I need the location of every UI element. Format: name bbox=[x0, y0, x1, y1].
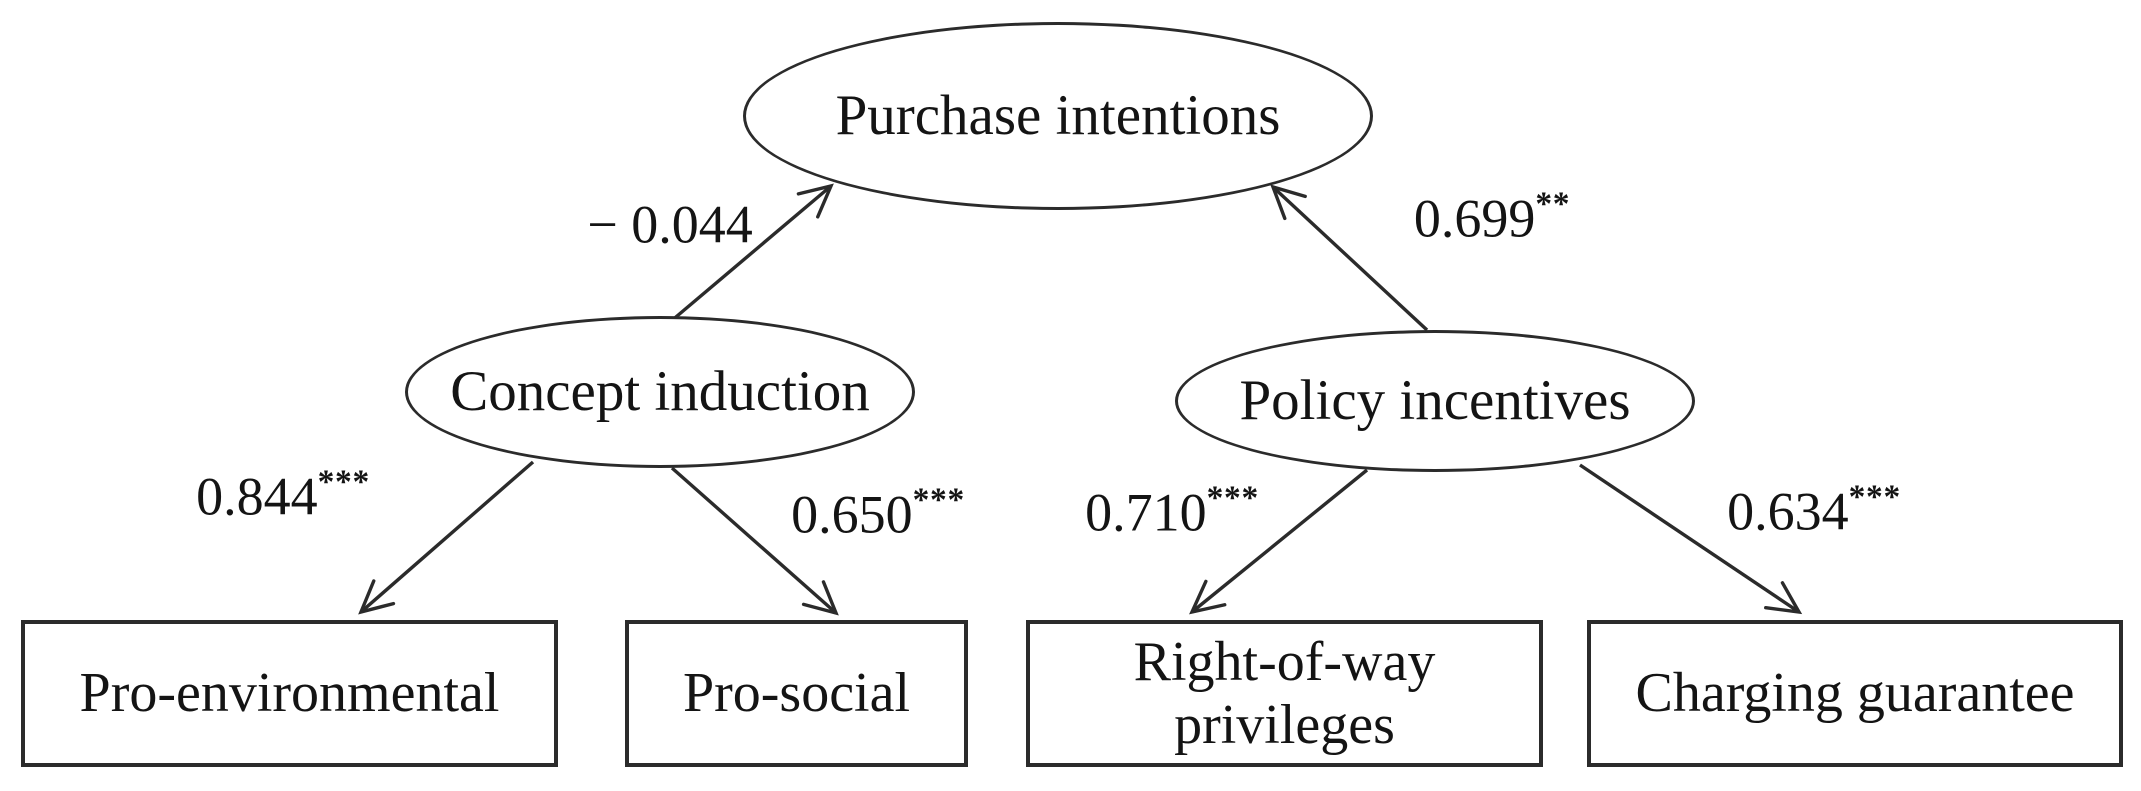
node-purchase-intentions-label: Purchase intentions bbox=[835, 84, 1281, 148]
node-purchase-intentions: Purchase intentions bbox=[743, 22, 1373, 210]
node-policy-incentives: Policy incentives bbox=[1175, 330, 1695, 472]
coefficient-policy-purchase: 0.699** bbox=[1413, 188, 1570, 249]
coefficient-concept-purchase-value: − 0.044 bbox=[587, 194, 753, 255]
coefficient-concept-pro-social-value: 0.650 bbox=[791, 484, 913, 545]
node-pro-environmental-label: Pro-environmental bbox=[79, 662, 500, 725]
coefficient-concept-pro-social: 0.650*** bbox=[791, 484, 965, 545]
coefficient-policy-purchase-value: 0.699 bbox=[1413, 188, 1536, 249]
coefficient-policy-charging-value: 0.634 bbox=[1727, 481, 1849, 542]
coefficient-concept-purchase: − 0.044 bbox=[587, 197, 752, 252]
node-charging-guarantee-label: Charging guarantee bbox=[1635, 662, 2075, 725]
coefficient-concept-pro-environmental-stars: *** bbox=[317, 463, 370, 501]
node-charging-guarantee: Charging guarantee bbox=[1587, 620, 2123, 767]
node-right-of-way-privileges: Right-of-way privileges bbox=[1026, 620, 1543, 767]
coefficient-policy-charging: 0.634*** bbox=[1727, 481, 1901, 542]
node-right-of-way-line2: privileges bbox=[1174, 693, 1395, 756]
coefficient-policy-right-of-way: 0.710*** bbox=[1085, 482, 1259, 543]
node-policy-incentives-label: Policy incentives bbox=[1239, 369, 1631, 433]
coefficient-policy-charging-stars: *** bbox=[1848, 478, 1901, 516]
node-right-of-way-line1: Right-of-way bbox=[1133, 630, 1436, 693]
node-concept-induction: Concept induction bbox=[405, 316, 915, 468]
coefficient-concept-pro-environmental-value: 0.844 bbox=[196, 466, 318, 527]
node-pro-social: Pro-social bbox=[625, 620, 968, 767]
coefficient-policy-right-of-way-stars: *** bbox=[1206, 479, 1259, 517]
arrow-policy-to-purchase bbox=[1270, 184, 1429, 332]
node-pro-social-label: Pro-social bbox=[682, 662, 911, 725]
node-concept-induction-label: Concept induction bbox=[450, 360, 870, 424]
node-pro-environmental: Pro-environmental bbox=[21, 620, 558, 767]
coefficient-policy-purchase-stars: ** bbox=[1535, 185, 1571, 223]
arrow-concept-to-pro-environmental bbox=[358, 460, 535, 615]
coefficient-concept-pro-environmental: 0.844*** bbox=[196, 466, 370, 527]
coefficient-concept-pro-social-stars: *** bbox=[912, 481, 965, 519]
coefficient-policy-right-of-way-value: 0.710 bbox=[1085, 482, 1207, 543]
